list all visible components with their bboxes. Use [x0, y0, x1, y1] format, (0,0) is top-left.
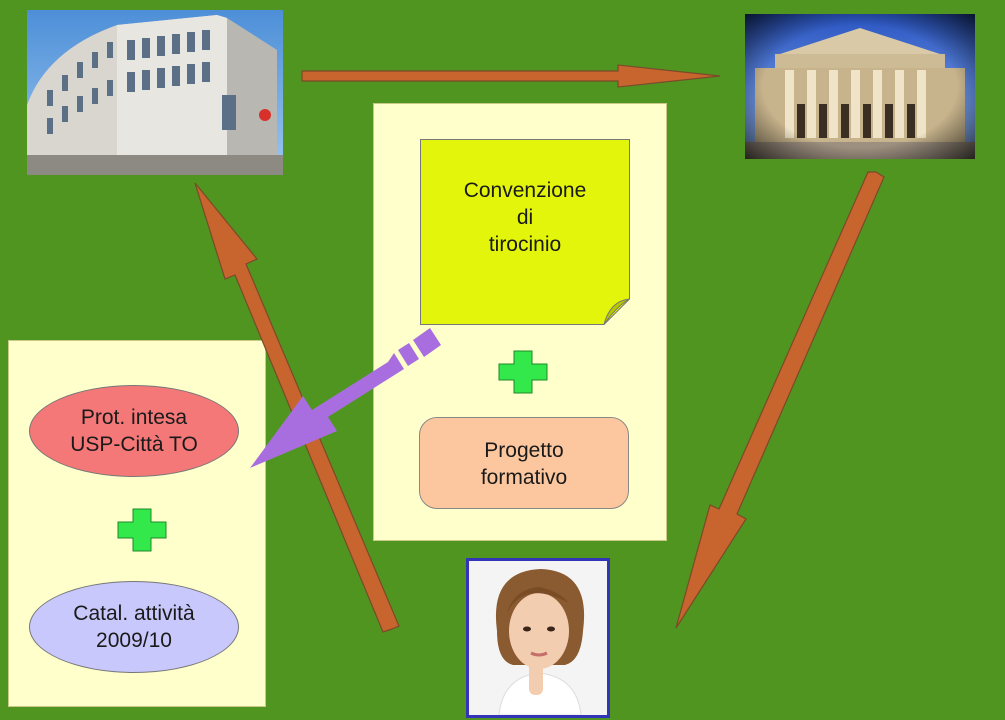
plus-icon [498, 350, 548, 394]
convention-note: Convenzione di tirocinio [420, 139, 630, 325]
catalogue-line-1: Catal. attività [73, 602, 195, 625]
protocol-line-2: USP-Città TO [70, 433, 198, 456]
convention-line-3: tirocinio [488, 233, 562, 256]
school-building-image [27, 10, 283, 175]
project-box: Progetto formativo [419, 417, 629, 509]
project-line-2: formativo [480, 466, 568, 489]
arrow-university-to-student [675, 171, 885, 629]
plus-icon [117, 508, 167, 552]
catalogue-line-2: 2009/10 [96, 629, 172, 652]
arrow-school-to-university [301, 64, 721, 88]
catalogue-ellipse: Catal. attività 2009/10 [29, 581, 239, 673]
university-building-image [745, 14, 975, 159]
convention-line-2: di [516, 206, 534, 229]
convention-line-1: Convenzione [463, 179, 587, 202]
protocol-ellipse: Prot. intesa USP-Città TO [29, 385, 239, 477]
project-line-1: Progetto [484, 439, 564, 462]
student-portrait-image [466, 558, 610, 718]
arrow-convention-to-protocol [250, 328, 441, 468]
protocol-line-1: Prot. intesa [80, 406, 188, 429]
